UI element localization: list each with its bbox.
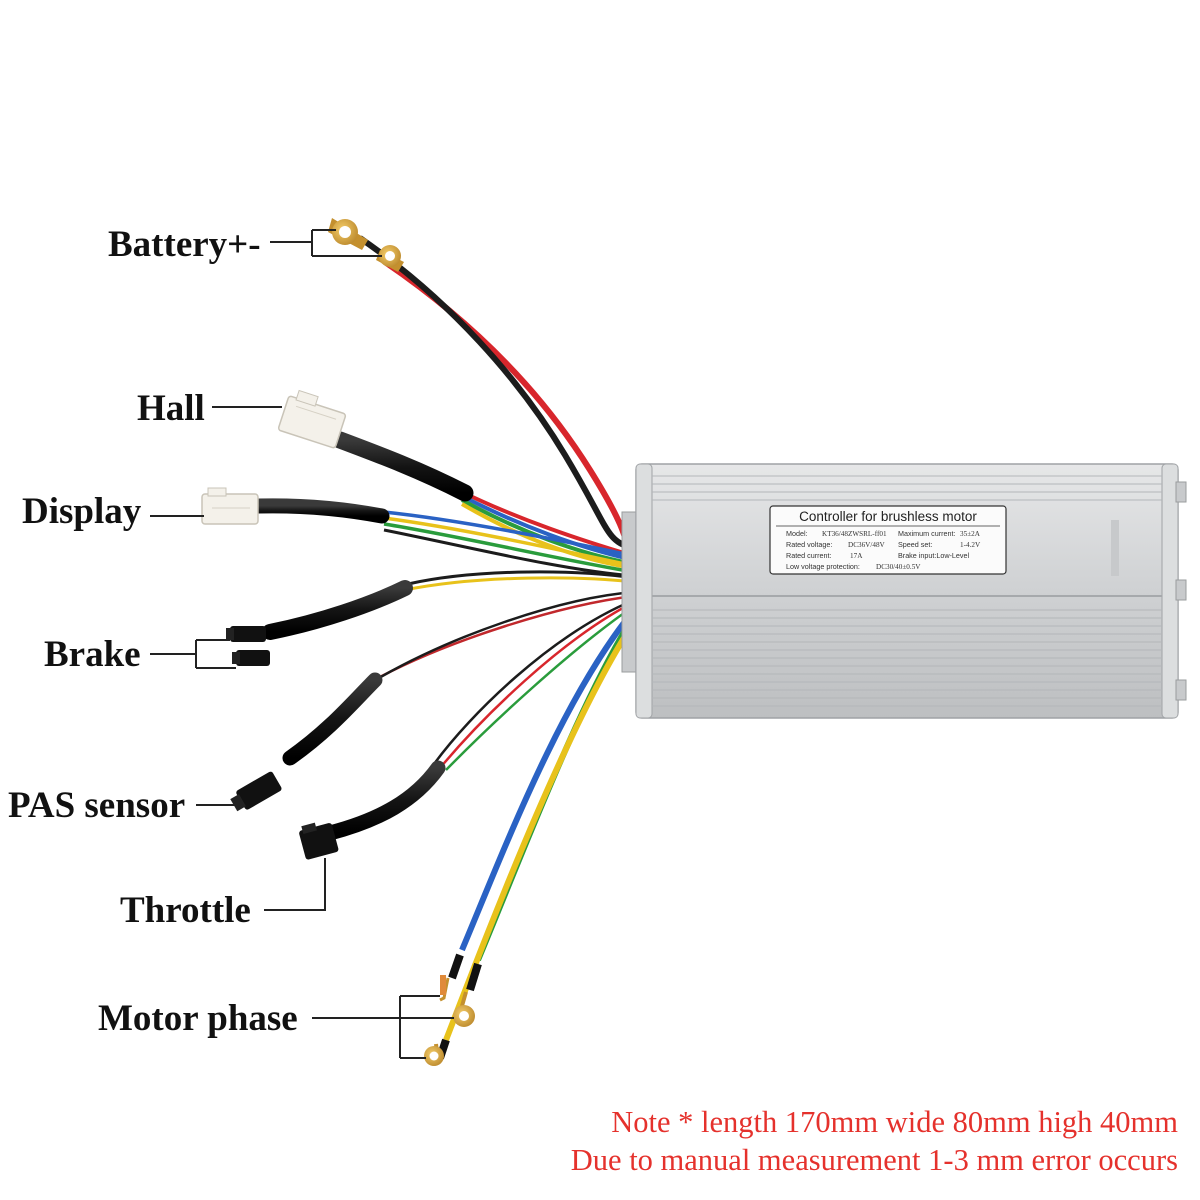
plate-low-voltage-label: Low voltage protection: <box>786 562 860 571</box>
throttle-connector <box>299 822 339 860</box>
throttle-wire-green <box>445 604 635 771</box>
controller-housing: Controller for brushless motor Model: KT… <box>621 463 1187 719</box>
plate-max-current-label: Maximum current: <box>898 529 956 538</box>
leader-lines <box>150 229 454 1059</box>
display-wire-blue <box>383 510 635 558</box>
wire-harness <box>358 235 637 1042</box>
spec-label-plate: Controller for brushless motor Model: KT… <box>769 505 1007 575</box>
brake-connector-2 <box>232 650 270 666</box>
heat-sink-fins <box>652 475 1162 707</box>
motor-lug-3 <box>424 1043 444 1066</box>
hall-wires-blue <box>461 494 635 562</box>
plate-rated-current-value: 17A <box>850 552 863 560</box>
brake-wire-black <box>407 570 635 586</box>
plate-model-label: Model: <box>786 529 808 538</box>
plate-speed-set-value: 1-4.2V <box>960 541 981 549</box>
note-dimensions: Note * length 170mm wide 80mm high 40mm <box>611 1105 1178 1139</box>
brake-wire-yellow <box>404 576 635 592</box>
hall-wires-yellow <box>460 502 635 570</box>
battery-leader <box>270 229 382 257</box>
motor-wire-blue <box>459 608 637 952</box>
hall-sheath <box>331 431 474 502</box>
label-pas-sensor: PAS sensor <box>8 785 185 826</box>
label-brake: Brake <box>44 634 141 675</box>
plate-model-value: KT36/48ZWSRL-ff01 <box>822 530 887 538</box>
plate-title: Controller for brushless motor <box>799 509 977 524</box>
motor-heatshrink-2 <box>466 962 482 992</box>
housing-tab-right-top <box>1175 481 1187 503</box>
display-wire-green <box>383 522 635 574</box>
pas-sheath <box>282 672 383 766</box>
display-sheath <box>250 498 390 524</box>
motor-leader <box>312 995 454 1059</box>
plate-speed-set-label: Speed set: <box>898 540 932 549</box>
display-wire-black <box>383 528 635 578</box>
plate-rated-voltage-value: DC36V/48V <box>848 541 886 549</box>
brake-connector-1 <box>226 626 266 642</box>
housing-stamp-marking <box>1111 520 1119 576</box>
hall-connector <box>277 389 347 449</box>
motor-lug-2 <box>453 991 475 1027</box>
housing-endcap-left <box>635 463 653 719</box>
callout-labels: Battery+- Hall Display Brake PAS sensor … <box>8 224 298 1039</box>
label-throttle: Throttle <box>120 890 251 931</box>
battery-ring-lug-1 <box>328 218 368 250</box>
motor-lug-1 <box>439 975 450 1002</box>
throttle-sheath <box>322 760 446 841</box>
cable-sheaths <box>250 431 482 1060</box>
housing-body <box>635 463 1179 719</box>
housing-tab-right-bot <box>1175 679 1187 701</box>
housing-tab-right-mid <box>1175 579 1187 601</box>
plate-rated-voltage-label: Rated voltage: <box>786 540 832 549</box>
plate-rated-current-label: Rated current: <box>786 551 832 560</box>
plate-brake-input: Brake input:Low-Level <box>898 551 970 560</box>
battery-wire-black <box>358 235 633 551</box>
display-connector <box>201 487 259 525</box>
brake-sheath <box>262 580 413 640</box>
throttle-leader <box>264 858 326 911</box>
label-display: Display <box>22 491 142 532</box>
pas-wire-black <box>371 590 635 684</box>
note-measurement-error: Due to manual measurement 1-3 mm error o… <box>570 1143 1178 1177</box>
battery-ring-lug-2 <box>376 245 404 272</box>
label-battery: Battery+- <box>108 224 261 265</box>
throttle-wire-red <box>439 600 635 769</box>
throttle-wire-black <box>432 598 635 765</box>
pas-connector <box>230 771 282 812</box>
label-hall: Hall <box>137 388 205 429</box>
plate-low-voltage-value: DC30/40±0.5V <box>876 563 921 571</box>
connectors <box>201 218 475 1066</box>
label-motor-phase: Motor phase <box>98 998 298 1039</box>
display-wire-yellow <box>383 516 635 568</box>
motor-heatshrink-1 <box>448 953 464 980</box>
brake-leader <box>150 639 236 669</box>
plate-max-current-value: 35±2A <box>960 530 981 538</box>
